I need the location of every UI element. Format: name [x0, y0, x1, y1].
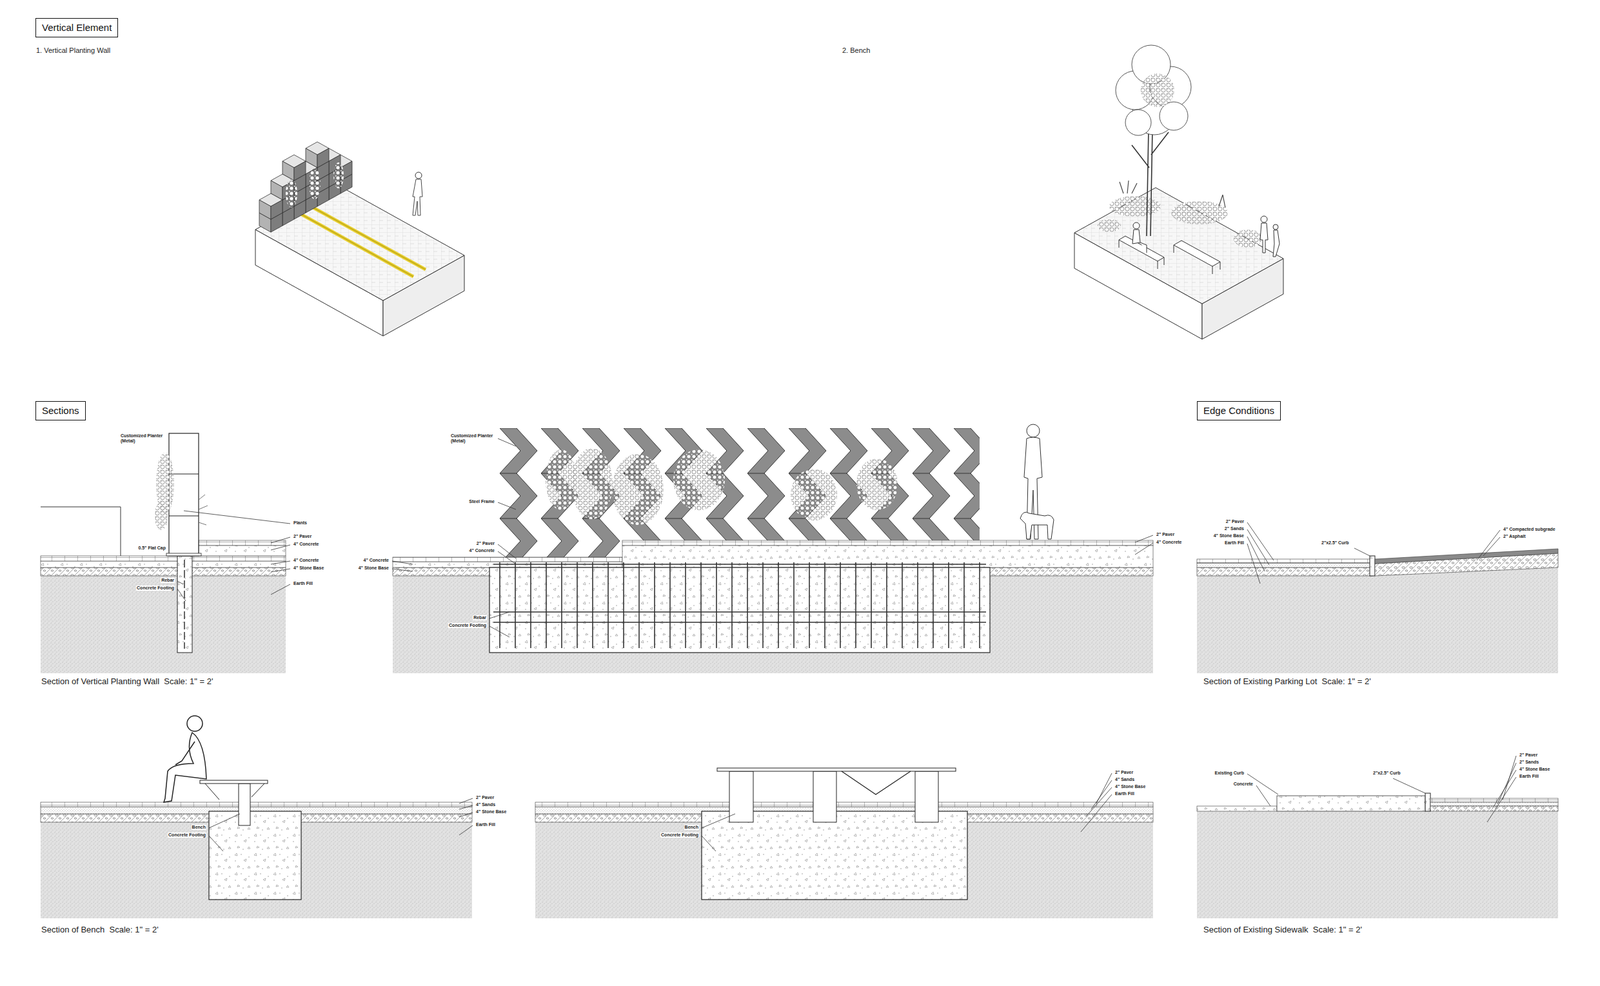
material-callout: 4" Compacted subgrade — [1502, 526, 1557, 533]
element-title: 2. Bench — [841, 46, 871, 55]
heading-box: Vertical Element — [35, 18, 119, 38]
material-callout: Concrete Footing — [660, 832, 700, 838]
material-callout: Customized Planter (Metal) — [450, 433, 496, 444]
wall-elevation — [392, 424, 1154, 674]
material-callout: Earth Fill — [1224, 540, 1245, 546]
material-callout: Concrete Footing — [136, 585, 175, 591]
heading-text: Edge Conditions — [1203, 404, 1275, 417]
material-callout: 4" Sands — [475, 802, 496, 808]
material-callout: 2" Paver — [1518, 752, 1539, 758]
material-callout: Rebar — [472, 615, 487, 621]
material-callout: 4" Stone Base — [1518, 766, 1551, 772]
heading-text: Sections — [41, 404, 80, 417]
material-callout: Plants — [292, 520, 308, 526]
sidewalk-section — [1196, 755, 1559, 919]
element-title: 1. Vertical Planting Wall — [35, 46, 111, 55]
material-callout: Steel Frame — [468, 499, 496, 505]
material-callout: 4" Concrete — [468, 548, 496, 554]
material-callout: 0.5" Flat Cap — [137, 545, 167, 551]
material-callout: Bench — [191, 824, 207, 830]
material-callout: 2" Paver — [292, 533, 313, 540]
material-callout: 4" Sands — [1114, 777, 1136, 783]
material-callout: Rebar — [160, 577, 175, 583]
material-callout: 4" Stone Base — [1213, 533, 1245, 539]
material-callout: Concrete Footing — [167, 832, 207, 838]
iso-planting-wall — [255, 141, 465, 336]
bench-elevation — [535, 768, 1154, 919]
material-callout: Bench — [684, 824, 700, 830]
material-callout: Earth Fill — [292, 581, 314, 587]
parking-section — [1196, 522, 1559, 674]
material-callout: 2" Asphalt — [1502, 533, 1527, 540]
material-callout: 4" Concrete — [292, 541, 320, 547]
heading-box: Edge Conditions — [1196, 401, 1281, 421]
material-callout: Earth Fill — [1518, 773, 1540, 780]
material-callout: 2" Sands — [1518, 759, 1540, 765]
material-callout: 4" Concrete — [1155, 539, 1183, 545]
material-callout: Concrete — [1233, 781, 1254, 787]
material-callout: 2"x2.5" Curb — [1320, 540, 1350, 546]
section-caption: Section of Bench Scale: 1" = 2' — [40, 925, 160, 936]
material-callout: 2" Paver — [1155, 532, 1176, 538]
material-callout: Concrete Footing — [448, 622, 487, 629]
material-callout: 4" Concrete — [363, 557, 391, 563]
material-callout: Earth Fill — [1114, 791, 1136, 797]
section-caption: Section of Vertical Planting Wall Scale:… — [40, 677, 214, 687]
material-callout: 2" Sands — [1224, 526, 1245, 532]
section-caption: Section of Existing Sidewalk Scale: 1" =… — [1202, 925, 1363, 936]
material-callout: 4" Stone Base — [1114, 784, 1146, 790]
material-callout: 4" Concrete — [292, 557, 320, 563]
material-callout: Earth Fill — [475, 822, 496, 828]
material-callout: Customized Planter (Metal) — [119, 433, 167, 444]
material-callout: 4" Stone Base — [475, 809, 507, 815]
material-callout: 2" Paver — [1114, 770, 1134, 776]
material-callout: Existing Curb — [1213, 770, 1245, 776]
material-callout: 4" Stone Base — [357, 565, 390, 571]
bench-section — [40, 715, 473, 919]
wall-section — [40, 433, 291, 674]
section-caption: Section of Existing Parking Lot Scale: 1… — [1202, 677, 1372, 687]
material-callout: 2"x2.5" Curb — [1372, 770, 1401, 776]
heading-box: Sections — [35, 401, 86, 421]
iso-bench — [1074, 45, 1284, 340]
material-callout: 2" Paver — [1225, 519, 1245, 525]
material-callout: 2" Paver — [475, 795, 495, 801]
material-callout: 4" Stone Base — [292, 565, 325, 571]
material-callout: 2" Paver — [475, 541, 496, 547]
heading-text: Vertical Element — [41, 21, 112, 34]
